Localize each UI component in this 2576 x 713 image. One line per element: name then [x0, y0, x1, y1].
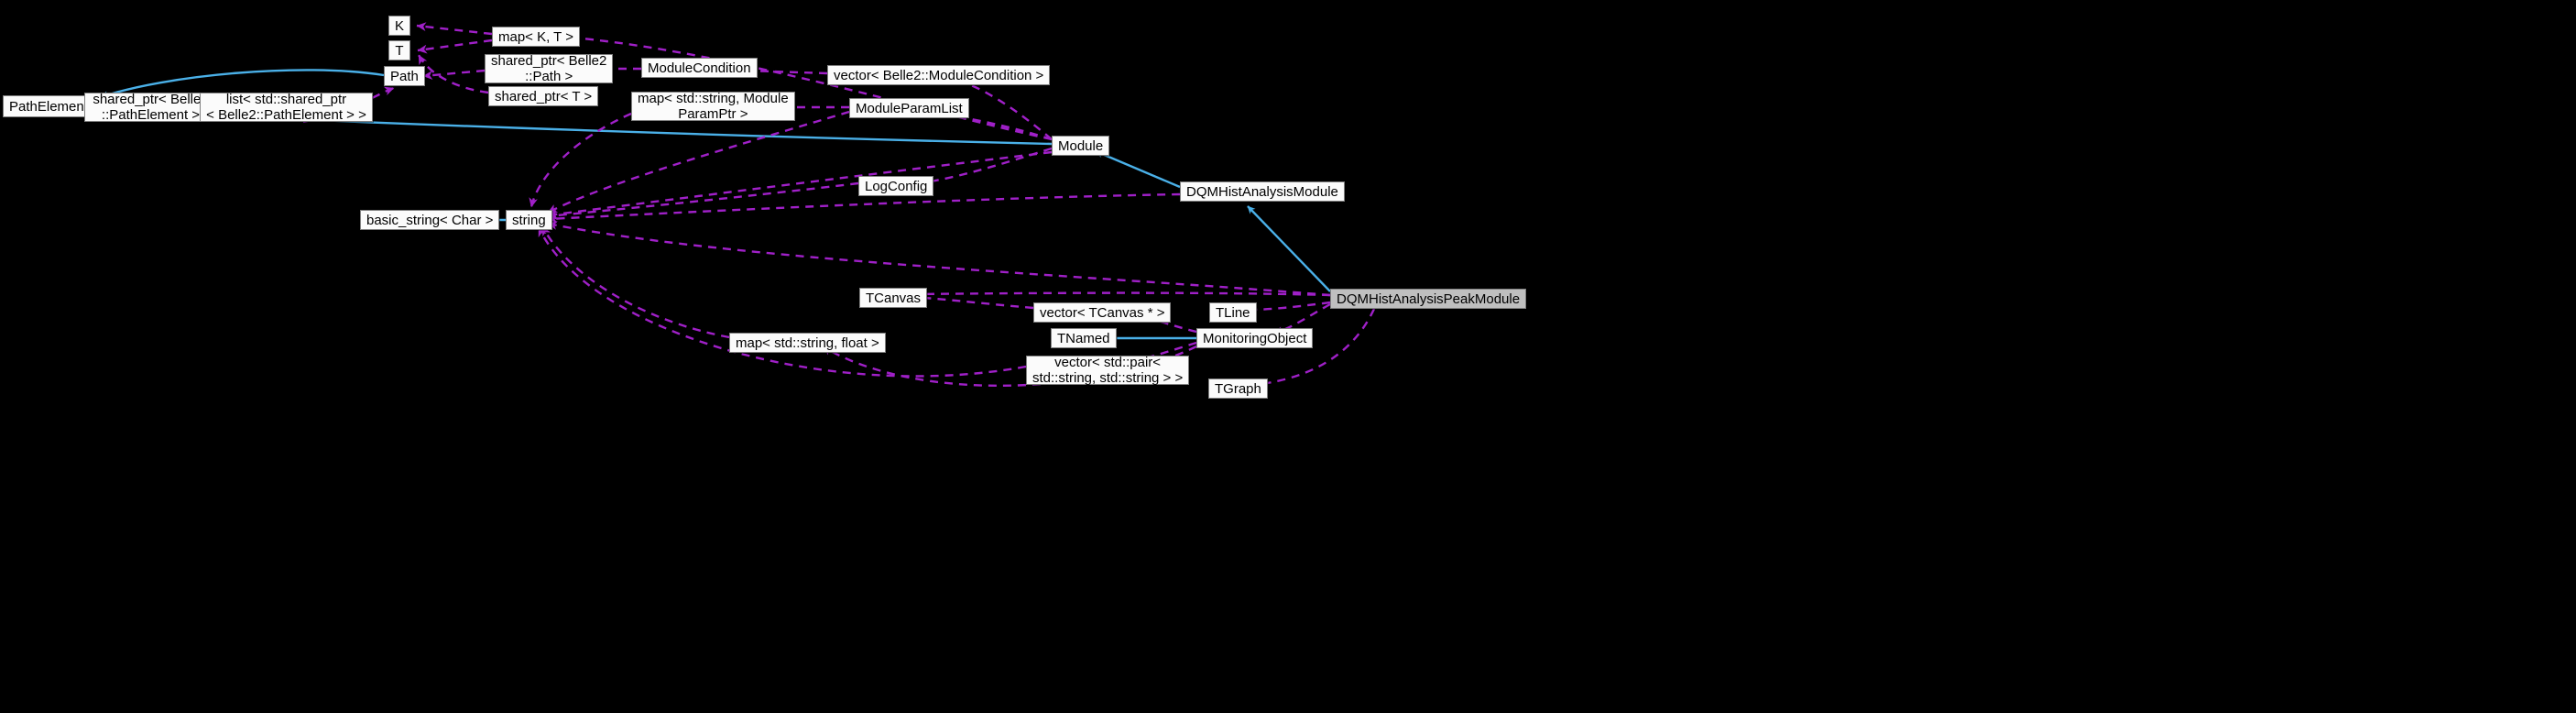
class-node-map_k_t[interactable]: map< K, T >	[492, 27, 580, 47]
class-node-map_string_float[interactable]: map< std::string, float >	[729, 333, 886, 353]
class-node-dqmhistanalysispeakmodule[interactable]: DQMHistAnalysisPeakModule	[1330, 289, 1527, 309]
class-node-tgraph[interactable]: TGraph	[1208, 378, 1268, 399]
class-node-tline[interactable]: TLine	[1209, 302, 1257, 323]
class-node-sharedptr_pathelem[interactable]: shared_ptr< Belle2 ::PathElement >	[84, 92, 217, 123]
class-node-vector_tcanvas[interactable]: vector< TCanvas * >	[1033, 302, 1172, 323]
class-node-logconfig[interactable]: LogConfig	[858, 176, 934, 196]
class-node-vector_modcond[interactable]: vector< Belle2::ModuleCondition >	[827, 65, 1051, 85]
class-node-dqmhistanalysismodule[interactable]: DQMHistAnalysisModule	[1180, 181, 1345, 202]
class-node-modulecondition[interactable]: ModuleCondition	[641, 58, 758, 78]
class-node-pathelement[interactable]: PathElement	[3, 95, 94, 117]
usage-edges	[84, 22, 1376, 389]
class-node-tnamed[interactable]: TNamed	[1051, 328, 1117, 348]
class-node-map_string_modparam[interactable]: map< std::string, Module ParamPtr >	[631, 91, 795, 122]
class-node-tcanvas[interactable]: TCanvas	[859, 288, 928, 308]
class-node-vector_pair[interactable]: vector< std::pair< std::string, std::str…	[1026, 355, 1190, 386]
class-node-basic_string[interactable]: basic_string< Char >	[360, 210, 500, 230]
class-node-path[interactable]: Path	[384, 66, 425, 86]
class-node-t[interactable]: T	[388, 40, 410, 60]
class-node-k[interactable]: K	[388, 16, 411, 36]
class-node-module[interactable]: Module	[1052, 136, 1110, 156]
class-node-sharedptr_path[interactable]: shared_ptr< Belle2 ::Path >	[485, 53, 614, 84]
class-node-list_sharedptr[interactable]: list< std::shared_ptr < Belle2::PathElem…	[200, 92, 373, 123]
class-node-moduleparamlist[interactable]: ModuleParamList	[849, 98, 969, 118]
class-node-string[interactable]: string	[506, 210, 552, 230]
class-node-sharedptr_t[interactable]: shared_ptr< T >	[488, 86, 599, 106]
class-node-monitoringobject[interactable]: MonitoringObject	[1196, 328, 1314, 348]
